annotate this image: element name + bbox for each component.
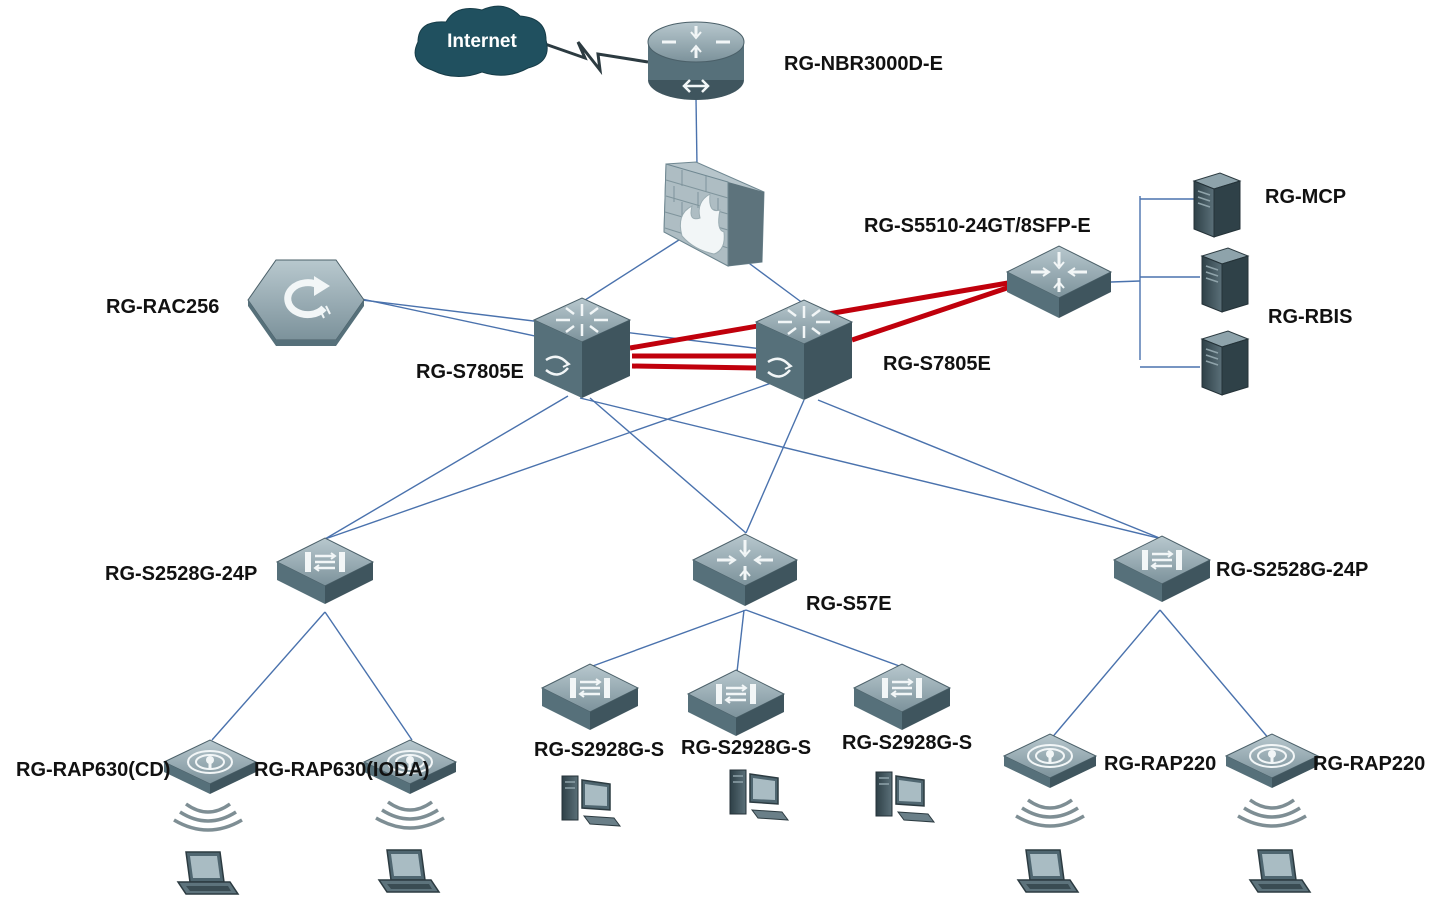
label-router: RG-NBR3000D-E <box>784 53 943 75</box>
label-sw1: RG-S2928G-S <box>534 739 664 761</box>
internet-label: Internet <box>447 31 517 52</box>
link-coreR-accessL <box>324 379 781 540</box>
access-switch-right-icon <box>1112 534 1212 604</box>
s2928-switch-3-icon <box>852 662 952 732</box>
link-accessL-ap-ioda <box>324 611 413 741</box>
redundant-core-link-4 <box>631 363 757 371</box>
label-ap220-a: RG-RAP220 <box>1104 753 1216 775</box>
link-dist-sw1 <box>589 609 747 668</box>
firewall-icon <box>663 161 765 267</box>
internet-wan-link <box>544 41 649 76</box>
label-ap220-b: RG-RAP220 <box>1313 753 1425 775</box>
s2928-switch-1-icon <box>540 662 640 732</box>
ap220-a-icon <box>1003 733 1097 789</box>
wifi-signal-1-icon <box>172 802 244 832</box>
label-dist: RG-S57E <box>806 593 892 615</box>
label-ap-cd: RG-RAP630(CD) <box>16 759 170 781</box>
label-rac: RG-RAC256 <box>106 296 219 318</box>
link-accessL-ap-cd <box>211 611 326 741</box>
ap220-b-icon <box>1225 733 1319 789</box>
desktop-pc-1-icon <box>561 775 621 827</box>
link-s5510-servers <box>1110 280 1141 283</box>
mcp-server-icon <box>1193 172 1241 238</box>
distribution-switch-icon <box>691 532 799 608</box>
label-rbis: RG-RBIS <box>1268 306 1352 328</box>
access-switch-left-icon <box>275 536 375 606</box>
device-labels: RG-NBR3000D-E RG-MCP RG-S5510-24GT/8SFP-… <box>16 53 1425 781</box>
redundant-core-link-2 <box>851 284 1011 343</box>
laptop-4-icon <box>1249 849 1311 893</box>
label-core-left: RG-S7805E <box>416 361 524 383</box>
links <box>211 41 1271 741</box>
core-switch-right-icon <box>754 298 854 402</box>
link-dist-sw3 <box>745 609 903 668</box>
wifi-signal-3-icon <box>1014 798 1086 828</box>
label-core-right: RG-S7805E <box>883 353 991 375</box>
desktop-pc-2-icon <box>729 769 789 821</box>
rac-controller-icon <box>247 259 365 346</box>
link-accessR-ap220b <box>1159 609 1271 741</box>
s5510-switch-icon <box>1005 244 1113 320</box>
laptop-1-icon <box>177 851 239 895</box>
label-access-left: RG-S2528G-24P <box>105 563 257 585</box>
laptop-3-icon <box>1017 849 1079 893</box>
label-sw2: RG-S2928G-S <box>681 737 811 759</box>
link-coreL-accessL <box>324 395 569 540</box>
link-firewall-core-left <box>581 237 683 303</box>
link-router-firewall <box>695 97 698 167</box>
link-coreL-accessR <box>579 397 1163 540</box>
link-coreR-accessR <box>817 399 1163 540</box>
rbis-server-icon-1 <box>1201 247 1249 313</box>
link-accessR-ap220a <box>1049 609 1161 741</box>
label-s5510: RG-S5510-24GT/8SFP-E <box>864 215 1091 237</box>
ap-cd-icon <box>163 739 257 795</box>
internet-cloud: Internet <box>414 5 548 77</box>
label-ap-ioda: RG-RAP630(IODA) <box>254 759 430 781</box>
link-dist-sw2 <box>736 609 745 673</box>
link-firewall-core-right <box>741 257 805 305</box>
core-switch-left-icon <box>532 296 632 400</box>
wifi-signal-2-icon <box>374 800 446 830</box>
label-sw3: RG-S2928G-S <box>842 732 972 754</box>
rbis-server-icon-2 <box>1201 330 1249 396</box>
wifi-signal-4-icon <box>1236 798 1308 828</box>
router-icon <box>647 21 745 100</box>
link-coreR-dist <box>745 399 805 534</box>
s2928-switch-2-icon <box>686 668 786 738</box>
label-mcp: RG-MCP <box>1265 186 1346 208</box>
link-coreL-dist <box>589 397 747 534</box>
laptop-2-icon <box>378 849 440 893</box>
label-access-right: RG-S2528G-24P <box>1216 559 1368 581</box>
desktop-pc-3-icon <box>875 771 935 823</box>
